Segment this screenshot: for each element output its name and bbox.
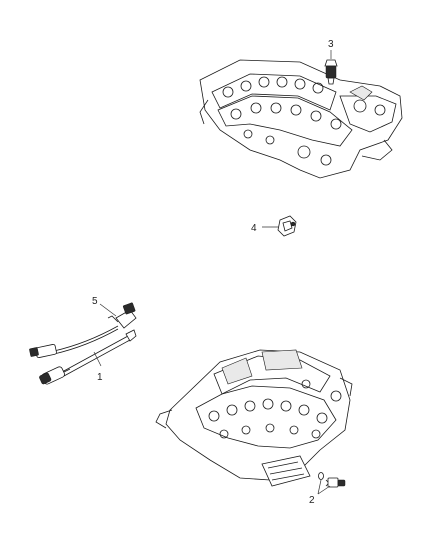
leader-2a [317,479,322,495]
leader-5 [99,303,117,317]
lower-engine-illustration [155,349,353,487]
part-1-sensor [39,329,137,385]
upper-engine-illustration [199,59,403,179]
callout-4: 4 [251,223,257,234]
callout-2: 2 [309,495,315,506]
part-5-sensor [29,302,137,358]
part-4-sensor [277,215,297,237]
leader-2b [317,485,331,495]
leader-1 [93,351,102,367]
callout-5: 5 [92,296,98,307]
part-3-sensor [324,59,338,85]
part-2-sensor [318,472,346,488]
callout-1: 1 [97,372,103,383]
callout-3: 3 [328,39,334,50]
